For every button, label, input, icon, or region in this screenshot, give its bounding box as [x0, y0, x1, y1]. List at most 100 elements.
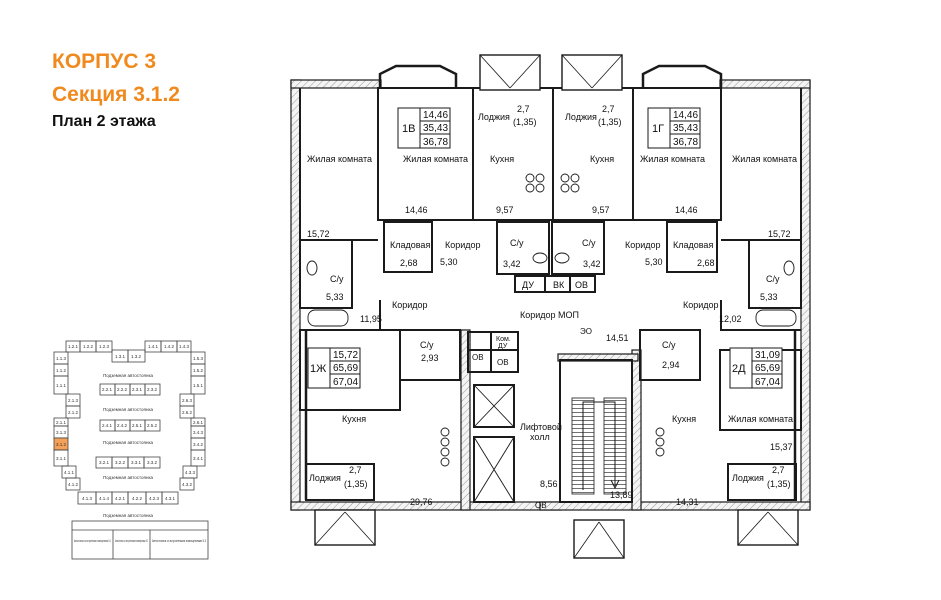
room-bath-3: С/у — [330, 274, 344, 284]
kp-label-122: 1.2.2 — [83, 344, 94, 349]
apt-1zh-total: 65,69 — [333, 363, 358, 374]
apt-1v-full: 36,78 — [423, 137, 448, 148]
kp-label-153: 1.5.3 — [193, 356, 204, 361]
kp-label-142: 1.4.2 — [164, 344, 175, 349]
apt-2d-code: 2Д — [732, 363, 746, 375]
label-vk: ВК — [553, 280, 565, 290]
kp-label-432: 4.3.2 — [182, 482, 193, 487]
label-kom-1: Ком. — [496, 336, 511, 343]
room-loggia-top-right: Лоджия — [565, 112, 597, 122]
area-loggia-bottom-right: 2,7 — [772, 465, 785, 475]
kp-label-342: 3.4.2 — [193, 442, 204, 447]
area-kitchen-bottom-left: 29,76 — [410, 497, 433, 507]
fixtures — [306, 173, 797, 467]
kp-legend-53: Автостоянка со встроенными помещениями 5… — [152, 539, 206, 543]
label-eo: ЭО — [580, 327, 592, 336]
apt-1v-total: 35,43 — [423, 123, 448, 134]
label-ov-mid-1: ОВ — [472, 353, 484, 362]
apt-1g-code: 1Г — [652, 123, 664, 135]
kp-label-312: 3.1.2 — [56, 442, 67, 447]
kp-label-213: 2.1.3 — [68, 398, 79, 403]
kp-label-411: 4.1.1 — [64, 470, 75, 475]
room-loggia-top-left: Лоджия — [478, 112, 510, 122]
area-corridor-top-right: 5,30 — [645, 257, 663, 267]
kp-label-321: 3.2.1 — [99, 460, 110, 465]
kp-label-423: 4.2.3 — [149, 496, 160, 501]
kp-parking-3: Подземная автостоянка — [103, 440, 154, 445]
room-loggia-bottom-left: Лоджия — [309, 473, 341, 483]
lift-shafts — [473, 384, 515, 503]
label-ov-mid-2: ОВ — [497, 358, 509, 367]
room-bath-2: С/у — [582, 238, 596, 248]
kp-label-112: 1.1.2 — [56, 368, 67, 373]
keyplan-legend: Автостоянка со встроенными помещениями 5… — [74, 539, 206, 543]
label-ov-bottom: ОВ — [535, 501, 547, 510]
kp-label-251: 2.5.1 — [132, 423, 143, 428]
apt-2d-total: 65,69 — [755, 363, 780, 374]
kp-label-262: 2.6.2 — [182, 410, 193, 415]
room-corridor-mid-left: Коридор — [392, 300, 428, 310]
kp-label-413: 4.1.3 — [82, 496, 93, 501]
apt-2d-full: 67,04 — [755, 377, 780, 388]
room-living-right-outer: Жилая комната — [732, 154, 797, 164]
kp-label-433: 4.3.3 — [185, 470, 196, 475]
area-bath-top-right: 3,42 — [583, 259, 601, 269]
room-kitchen-bottom-right: Кухня — [672, 414, 696, 424]
kp-parking-2: Подземная автостоянка — [103, 407, 154, 412]
kp-label-343: 3.4.3 — [193, 430, 204, 435]
room-corridor-mid-right: Коридор — [683, 300, 719, 310]
kp-legend-51: Автостоянка со встроенными помещениями 5… — [74, 539, 111, 543]
kp-label-311: 3.1.1 — [56, 456, 67, 461]
area-living-bottom-right: 15,37 — [770, 442, 793, 452]
keyplan-legend-boxes — [71, 520, 209, 560]
room-bath-6: С/у — [662, 340, 676, 350]
room-kitchen-top-left: Кухня — [490, 154, 514, 164]
room-bath-1: С/у — [510, 238, 524, 248]
area-lift-hall: 8,56 — [540, 479, 558, 489]
apt-1v-code: 1В — [402, 123, 415, 135]
kp-parking-5: Подземная автостоянка — [103, 513, 154, 518]
area-kitchen-top-left: 9,57 — [496, 205, 514, 215]
kp-legend-52: Автостоянка со встроенными помещениями 5… — [115, 539, 148, 543]
kp-label-431: 4.3.1 — [165, 496, 176, 501]
room-living-right-inner: Жилая комната — [640, 154, 705, 164]
apt-boxes — [307, 107, 783, 389]
room-corridor-top-left: Коридор — [445, 240, 481, 250]
apt-1zh-code: 1Ж — [310, 363, 326, 375]
building-title: КОРПУС 3 — [52, 50, 156, 73]
room-kitchen-top-right: Кухня — [590, 154, 614, 164]
label-du: ДУ — [522, 280, 534, 290]
kp-label-422: 4.2.2 — [132, 496, 143, 501]
room-living-bottom-right: Жилая комната — [728, 414, 793, 424]
apt-1g-full: 36,78 — [673, 137, 698, 148]
area-loggia-bottom-right-r: (1,35) — [767, 479, 791, 489]
area-loggia-top-left-r: (1,35) — [513, 117, 537, 127]
kp-label-152: 1.5.2 — [193, 368, 204, 373]
area-bath-mid-left: 2,93 — [421, 353, 439, 363]
area-bath-top-left: 3,42 — [503, 259, 521, 269]
room-storage-left: Кладовая — [390, 240, 430, 250]
apt-1zh-living: 15,72 — [333, 350, 358, 361]
area-stairs: 13,89 — [610, 490, 633, 500]
room-bath-5: С/у — [420, 340, 434, 350]
apt-1v-living: 14,46 — [423, 110, 448, 121]
area-corridor-mid-left: 11,95 — [360, 314, 382, 324]
area-loggia-bottom-left: 2,7 — [349, 465, 362, 475]
kp-label-222: 2.2.2 — [117, 387, 128, 392]
area-loggia-bottom-left-r: (1,35) — [344, 479, 368, 489]
kp-label-111: 1.1.1 — [56, 383, 67, 388]
kp-label-121: 1.2.1 — [68, 344, 79, 349]
room-storage-right: Кладовая — [673, 240, 713, 250]
kp-label-151: 1.5.1 — [193, 383, 204, 388]
kp-label-212: 2.1.2 — [68, 410, 79, 415]
kp-label-332: 3.3.2 — [147, 460, 158, 465]
kp-label-322: 3.2.2 — [115, 460, 126, 465]
area-living-left-inner: 14,46 — [405, 205, 428, 215]
kp-label-232: 2.3.2 — [147, 387, 158, 392]
kp-label-241: 2.4.1 — [102, 423, 113, 428]
area-storage-right: 2,68 — [697, 258, 715, 268]
kp-label-211: 2.1.1 — [56, 420, 67, 425]
area-corridor-top-left: 5,30 — [440, 257, 458, 267]
kp-label-331: 3.3.1 — [131, 460, 142, 465]
room-living-left-inner: Жилая комната — [403, 154, 468, 164]
